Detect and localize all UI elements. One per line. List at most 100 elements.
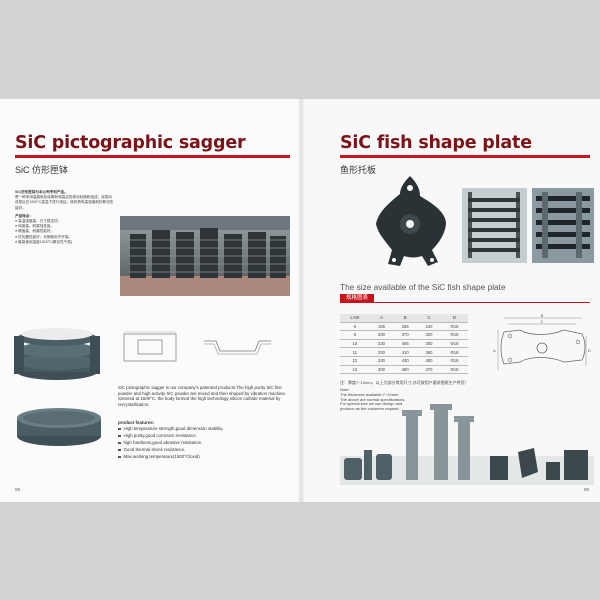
note-en-line: The above are normal specifications. xyxy=(340,396,406,402)
table-row: 6 165 285 240 Φ18 xyxy=(340,322,468,332)
feature-en-item: High purity,good corrosion resistance. xyxy=(118,433,290,440)
table-row: 13 300 460 470 Φ18 xyxy=(340,365,468,375)
plate-dimension-drawing: B C A D xyxy=(490,312,594,378)
table-cell: 405 xyxy=(393,339,418,349)
body-cn: 是一种采用高度碳化硅微粉和高活性碳化硅微粉组成，经振动成型后在1500°C高温下… xyxy=(15,195,114,210)
right-subtitle-cn: 鱼形托板 xyxy=(340,165,377,175)
bullet-icon xyxy=(118,441,121,445)
drawing-label-c: C xyxy=(541,319,544,324)
round-sagger-graphic xyxy=(17,408,101,446)
table-cell: 230 xyxy=(369,339,394,349)
photo-stacked-plates xyxy=(462,188,527,263)
size-table: L×W A B C D 6 165 285 240 Φ18 8 200 370 … xyxy=(340,314,468,375)
table-cell: Φ18 xyxy=(440,322,468,332)
feature-cn-item: ● 纯度高、耐腐蚀性能。 xyxy=(15,224,55,229)
photo-stacked-saggers xyxy=(12,322,107,382)
note-en-block: Note: The thickness available:7~10mm. Th… xyxy=(340,387,490,412)
feature-en-item: Max.working temperature(1500°Cloxid) xyxy=(118,454,290,461)
left-text-cn: SiC仿形匣钵为本公司专利产品。 是一种采用高度碳化硅微粉和高活性碳化硅微粉组成… xyxy=(15,190,115,245)
table-cell: 11 xyxy=(340,347,370,357)
feature-cn-item: ● 最高使用温度1500°C(氧化性气氛) xyxy=(15,239,73,244)
table-cell: Φ18 xyxy=(440,356,468,366)
table-cell: 360 xyxy=(417,347,441,357)
photo-kiln-stacks xyxy=(120,216,290,296)
table-cell: 13 xyxy=(340,365,370,375)
left-subtitle-cn: SiC 仿形匣钵 xyxy=(15,165,69,175)
table-row: 12 230 430 400 Φ18 xyxy=(340,356,468,366)
left-title-underline xyxy=(15,155,290,158)
note-en-line: The thickness available:7~10mm. xyxy=(340,391,400,397)
stacked-plates-graphic xyxy=(462,188,527,263)
table-cell: Φ18 xyxy=(440,365,468,375)
table-cell: 285 xyxy=(393,322,418,332)
fish-plate-graphic xyxy=(376,176,446,266)
feature-cn-item: ● 硬度高、耐磨性能好。 xyxy=(15,229,55,234)
features-en-block: product features: High temperature stren… xyxy=(118,420,290,461)
table-cell: 470 xyxy=(417,365,441,375)
table-cell: 230 xyxy=(369,347,394,357)
table-cell: 460 xyxy=(393,365,418,375)
note-en-line: For special size we can design and xyxy=(340,401,403,407)
note-cn: 注：厚度7~10mm，以上为部分常用尺寸,亦可按用户要求图纸生产供货! xyxy=(340,380,466,385)
table-header-cell: C xyxy=(417,314,441,323)
intro-cn: SiC仿形匣钵为本公司专利产品。 xyxy=(15,190,68,194)
description-en: SiC pictographic sagger is our company's… xyxy=(118,385,287,407)
table-cell: Φ18 xyxy=(440,347,468,357)
table-cell: 350 xyxy=(417,339,441,349)
feature-cn-item: ● 高温强度高、尺寸稳定好。 xyxy=(15,219,62,224)
drawing-label-b: B xyxy=(541,313,544,318)
table-row: 10 230 405 350 Φ18 xyxy=(340,339,468,349)
left-page-title: SiC pictographic sagger xyxy=(15,133,246,153)
plate-drawing-graphic: B C A D xyxy=(493,313,591,370)
bullet-icon xyxy=(118,427,121,431)
table-cell: Φ18 xyxy=(440,330,468,340)
table-cell: 400 xyxy=(417,356,441,366)
feature-en-item: High temperature strength,good dimension… xyxy=(118,426,290,433)
feature-cn-item: ● 抗热震性能好，长期使用不开裂。 xyxy=(15,234,73,239)
table-header-cell: B xyxy=(393,314,418,323)
sagger-stack-graphic xyxy=(14,328,100,380)
drawing-top-view xyxy=(123,331,177,362)
table-cell: 240 xyxy=(417,322,441,332)
note-en-title: Note: xyxy=(340,387,350,392)
size-table-title: The size available of the SiC fish shape… xyxy=(340,282,506,292)
table-header-row: L×W A B C D xyxy=(340,314,468,323)
table-cell: 10 xyxy=(340,339,370,349)
table-cell: 165 xyxy=(369,322,394,332)
feature-en-item: Good thermal shock resistance. xyxy=(118,447,290,454)
bullet-icon xyxy=(118,434,121,438)
table-header-cell: A xyxy=(369,314,394,323)
photo-stacked-plates-2 xyxy=(532,188,594,263)
sagger-top-drawing xyxy=(120,330,180,365)
feature-en-item: high hardness,good abrasive resistance. xyxy=(118,440,290,447)
table-cell: 320 xyxy=(417,330,441,340)
features-title-cn: 产品特点： xyxy=(15,213,33,218)
table-cell: 12 xyxy=(340,356,370,366)
stacked-plates-2-graphic xyxy=(532,188,594,263)
table-header-cell: L×W xyxy=(340,314,370,323)
table-cell: 200 xyxy=(369,330,394,340)
sagger-side-drawing xyxy=(200,335,275,360)
table-tag-cn: 规格图表 xyxy=(340,294,375,302)
table-cell: 430 xyxy=(393,356,418,366)
right-page-title: SiC fish shape plate xyxy=(340,133,532,153)
right-title-underline xyxy=(340,155,590,158)
note-en-line: produce as the customer request. xyxy=(340,406,400,412)
drawing-side-view xyxy=(204,340,271,355)
drawing-label-a: A xyxy=(493,348,496,353)
table-cell: Φ18 xyxy=(440,339,468,349)
photo-fish-plate xyxy=(370,172,450,270)
table-cell: 300 xyxy=(369,365,394,375)
table-tag-underline xyxy=(340,302,590,303)
products-graphic xyxy=(340,404,594,485)
features-title-en: product features: xyxy=(118,420,155,425)
page-spine xyxy=(297,99,305,502)
kiln-photo-graphic xyxy=(120,216,290,296)
table-cell: 230 xyxy=(369,356,394,366)
photo-round-sagger xyxy=(12,400,107,450)
table-cell: 410 xyxy=(393,347,418,357)
table-row: 8 200 370 320 Φ18 xyxy=(340,330,468,340)
page-number-right: 06 xyxy=(584,487,590,492)
photo-sic-products xyxy=(340,400,594,485)
table-cell: 8 xyxy=(340,330,370,340)
